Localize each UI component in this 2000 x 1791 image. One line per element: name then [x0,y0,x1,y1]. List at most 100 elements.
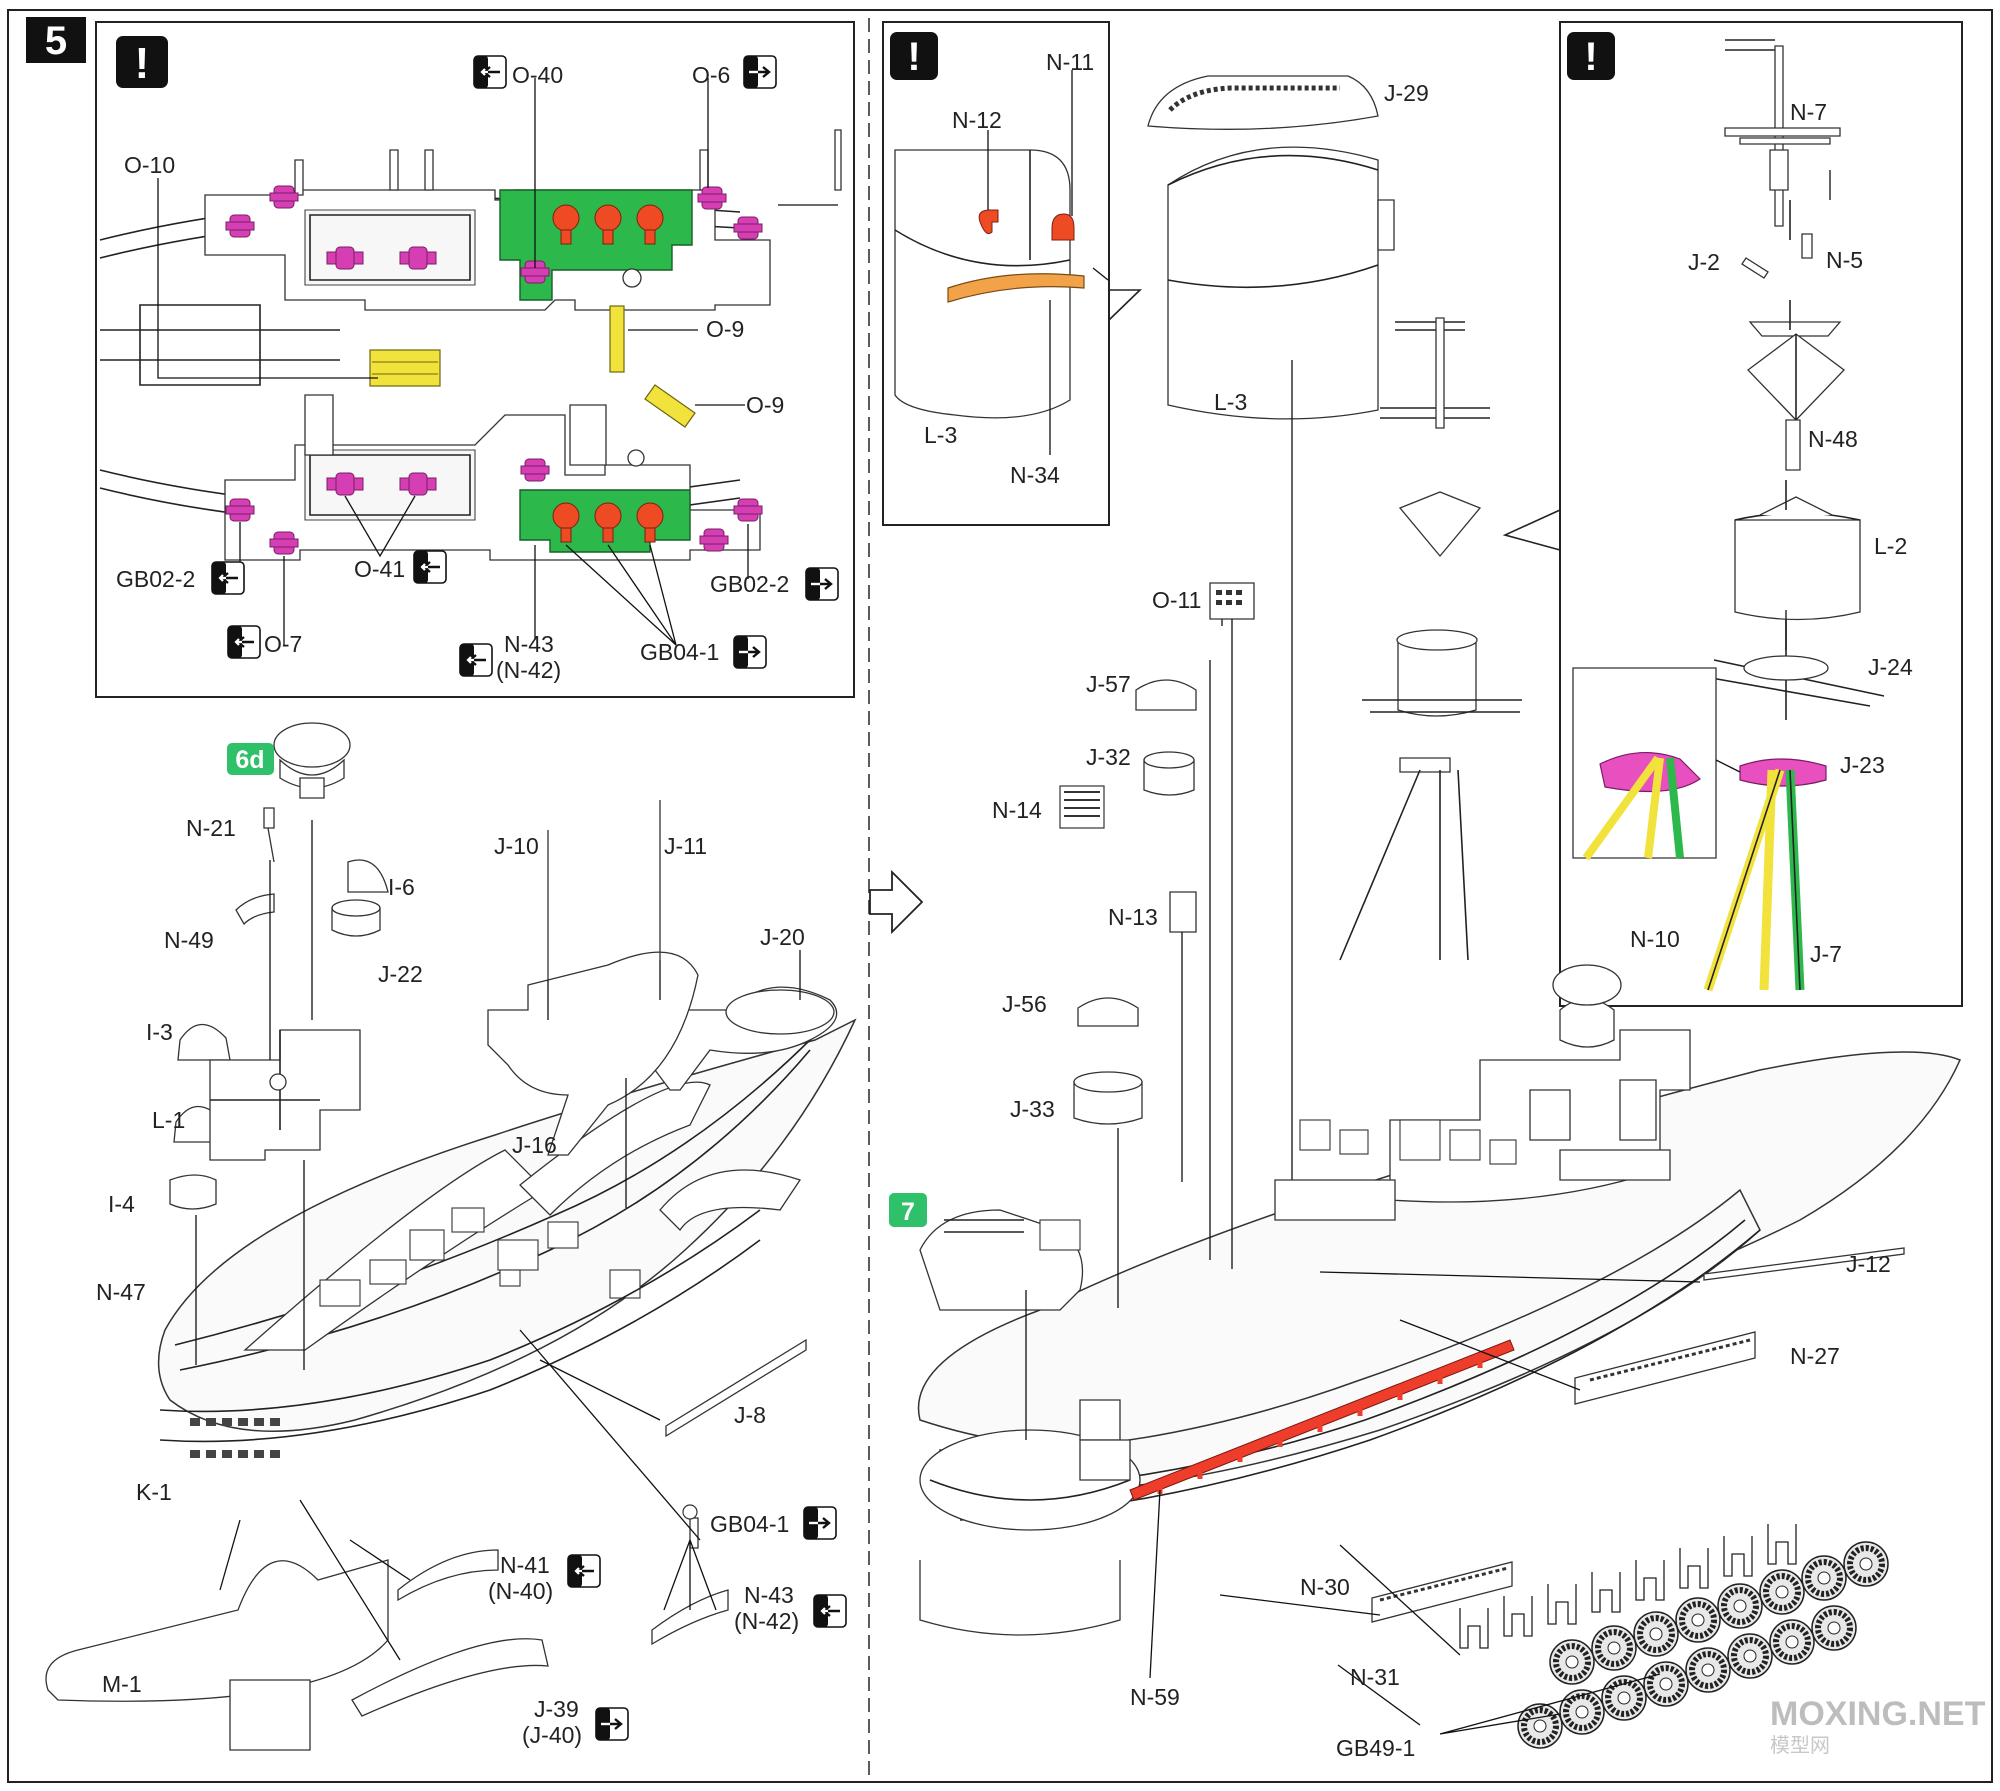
label-j23: J-23 [1840,752,1885,778]
label-n31: N-31 [1350,1664,1400,1690]
label-n5: N-5 [1826,247,1863,273]
label-j56: J-56 [1002,991,1047,1017]
photo-etch-arrow-left-icon [412,549,448,585]
photo-etch-arrow-left-icon [812,1593,848,1629]
label-n13: N-13 [1108,904,1158,930]
badge-7 [889,1193,927,1227]
label-n21: N-21 [186,815,236,841]
watermark-en: MOXING.NET [1770,1695,1986,1733]
label-o11: O-11 [1152,587,1201,613]
label-o40: O-40 [512,62,563,88]
callout-wedge-funnel [1108,289,1142,321]
ship-assembly: 7 [889,75,1962,1748]
label-gb02-2-right: GB02-2 [710,571,789,597]
label-j32: J-32 [1086,744,1131,770]
photo-etch-arrow-left-icon [226,624,262,660]
label-gb04-1: GB04-1 [640,639,719,665]
label-j39: J-39 [534,1696,579,1722]
photo-etch-arrow-left-icon [472,54,508,90]
photo-etch-arrow-left-icon [566,1553,602,1589]
warning-glyph: ! [907,35,920,79]
forward-hull-assembly: 6d [45,722,857,1751]
label-o41: O-41 [354,556,405,582]
photo-etch-arrow-right-icon [594,1706,630,1742]
label-n12: N-12 [952,107,1002,133]
label-n10: N-10 [1630,926,1680,952]
label-j16: J-16 [512,1132,557,1158]
label-o7: O-7 [264,631,302,657]
watermark: MOXING.NET 模型网 [1770,1695,1986,1757]
label-j33: J-33 [1010,1096,1055,1122]
label-j20: J-20 [760,924,805,950]
label-i6: I-6 [388,874,415,900]
photo-etch-arrow-left-icon [458,642,494,678]
label-n59: N-59 [1130,1684,1180,1710]
label-j11: J-11 [664,833,707,859]
label-n43-lower: N-43 [744,1582,794,1608]
label-j8: J-8 [734,1402,766,1428]
warning-icon: ! [116,36,168,88]
label-n7: N-7 [1790,99,1827,125]
hollow-arrow-right-icon [869,869,924,935]
label-j7: J-7 [1810,941,1842,967]
step-number: 5 [45,19,67,63]
badge-7-label: 7 [901,1198,915,1226]
label-o9-a: O-9 [706,316,744,342]
label-i3: I-3 [146,1019,173,1045]
label-l3: L-3 [1214,389,1247,415]
photo-etch-arrow-right-icon [802,1505,838,1541]
label-j22: J-22 [378,961,423,987]
label-k1: K-1 [136,1479,172,1505]
label-j2: J-2 [1688,249,1720,275]
label-gb04-1-lower: GB04-1 [710,1511,789,1537]
label-l1: L-1 [152,1107,185,1133]
label-gb49-1: GB49-1 [1336,1735,1415,1761]
mast-detail [1572,39,1885,992]
warning-icon: ! [890,32,938,80]
photo-etch-arrow-left-icon [210,560,246,596]
badge-6d-label: 6d [235,746,264,774]
label-l2: L-2 [1874,533,1907,559]
label-j10: J-10 [494,833,539,859]
label-i4: I-4 [108,1191,135,1217]
warning-icon: ! [1567,32,1615,80]
label-l3-detail: L-3 [924,422,957,448]
label-n42: (N-42) [496,657,561,683]
label-n14: N-14 [992,797,1042,823]
label-n42-lower: (N-42) [734,1608,799,1634]
label-n34: N-34 [1010,462,1060,488]
label-j40: (J-40) [522,1722,582,1748]
funnel-detail [894,70,1109,455]
page-frame [7,9,1993,1783]
label-gb02-2-left: GB02-2 [116,566,195,592]
warning-glyph: ! [135,39,150,88]
label-n40: (N-40) [488,1578,553,1604]
label-j24: J-24 [1868,654,1913,680]
badge-6d [227,743,274,775]
bridge-deck-plan [99,78,842,646]
label-o10: O-10 [124,152,175,178]
label-n41: N-41 [500,1552,550,1578]
label-j29: J-29 [1384,80,1429,106]
photo-etch-arrow-right-icon [804,566,840,602]
warning-glyph: ! [1584,35,1597,79]
label-j57: J-57 [1086,671,1131,697]
screw-icon [682,1504,698,1520]
sub-assembly-7 [919,1209,1084,1311]
label-n30: N-30 [1300,1574,1350,1600]
label-n11: N-11 [1046,49,1094,75]
label-o6: O-6 [692,62,730,88]
label-o9-b: O-9 [746,392,784,418]
callout-wedge-mast [1502,509,1561,551]
label-n43: N-43 [504,631,554,657]
label-n48: N-48 [1808,426,1858,452]
photo-etch-arrow-right-icon [732,634,768,670]
label-j12: J-12 [1846,1251,1891,1277]
label-n49: N-49 [164,927,214,953]
label-m1: M-1 [102,1671,142,1697]
step-number-badge: 5 [26,17,86,63]
label-n27: N-27 [1790,1343,1840,1369]
sub-assembly-6d [273,722,351,799]
watermark-cn: 模型网 [1770,1733,1830,1757]
